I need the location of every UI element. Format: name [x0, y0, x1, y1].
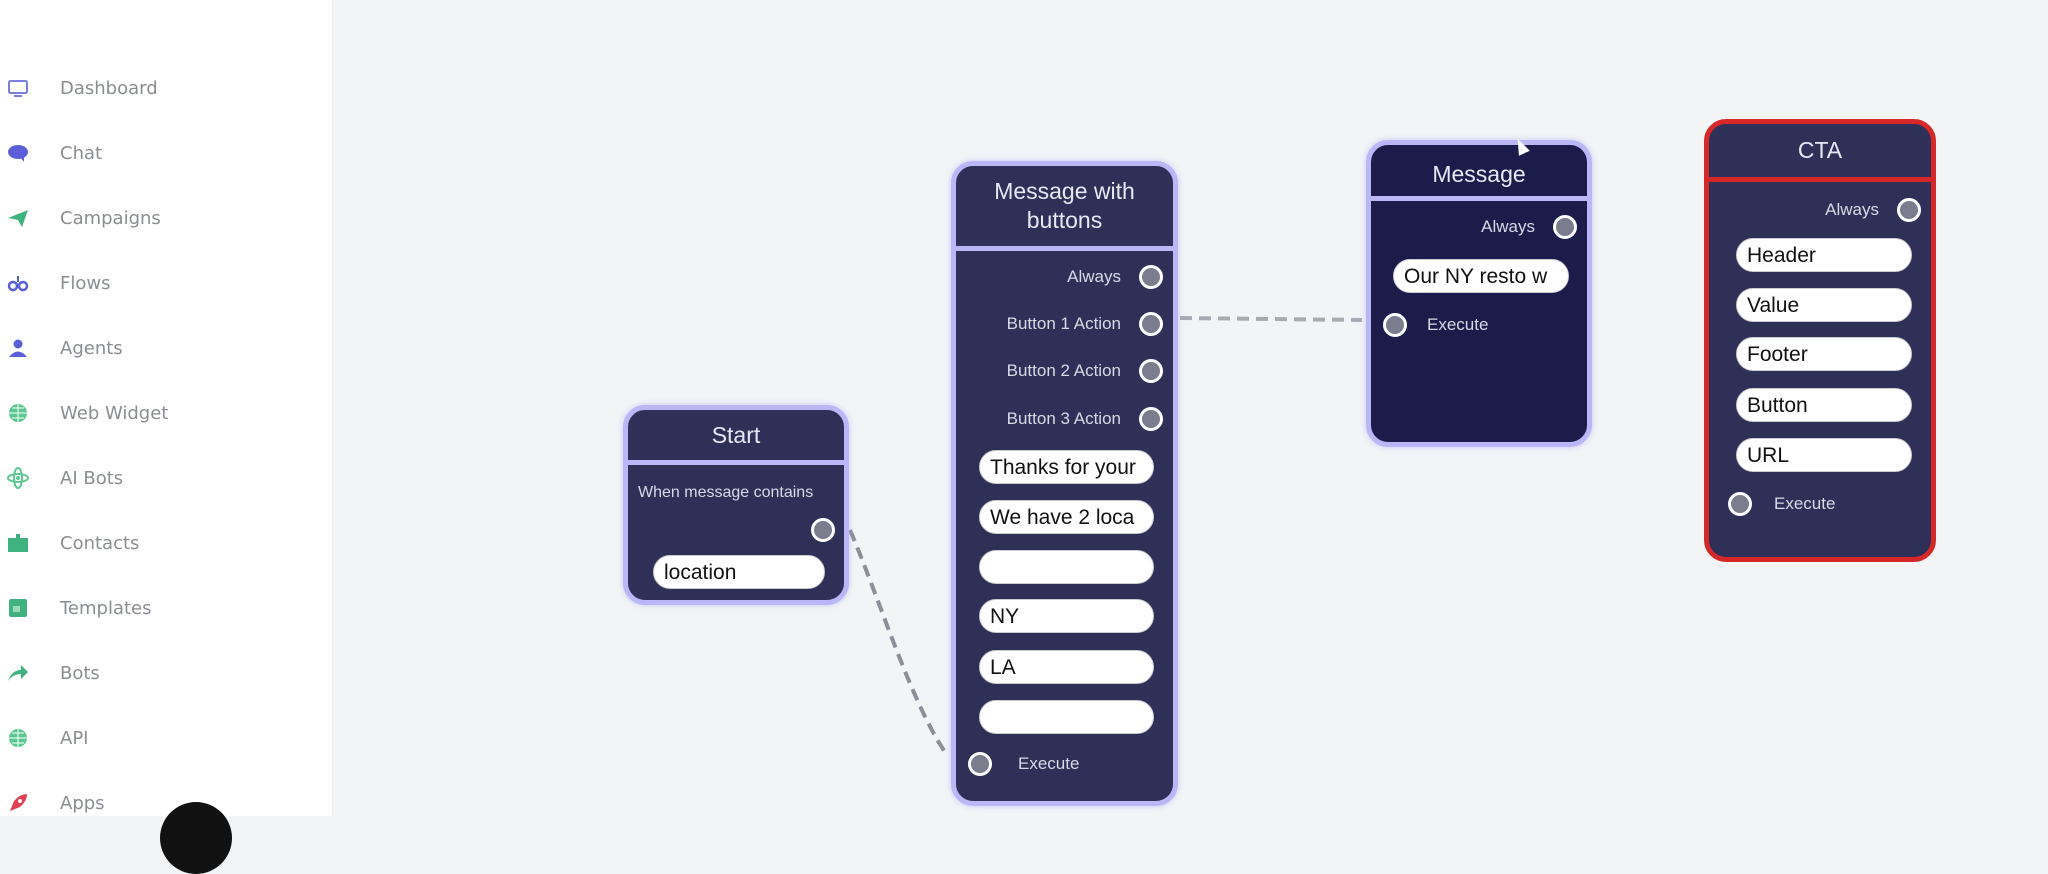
- sidebar-item-label: Chat: [60, 142, 103, 164]
- field-input[interactable]: LA: [979, 650, 1154, 684]
- execute-handle[interactable]: [968, 752, 992, 776]
- condition-label: When message contains: [638, 484, 814, 501]
- sidebar-item-campaigns[interactable]: Campaigns: [0, 198, 320, 238]
- execute-handle[interactable]: [1728, 492, 1752, 516]
- node-title: Start: [628, 410, 844, 465]
- sidebar-item-agents[interactable]: Agents: [0, 328, 320, 368]
- message-node[interactable]: Message Always Our NY resto w Execute: [1366, 140, 1592, 447]
- execute-handle[interactable]: [1383, 313, 1407, 337]
- sidebar-item-ai-bots[interactable]: AI Bots: [0, 458, 320, 498]
- button1-handle[interactable]: [1139, 312, 1163, 336]
- always-label: Always: [1481, 217, 1535, 236]
- sidebar-item-templates[interactable]: Templates: [0, 588, 320, 628]
- sidebar-item-label: Web Widget: [60, 402, 169, 424]
- always-handle[interactable]: [1553, 215, 1577, 239]
- rocket-icon: [6, 791, 30, 815]
- field-input[interactable]: We have 2 loca: [979, 500, 1154, 534]
- edge-mwb-to-message: [1179, 316, 1363, 322]
- atom-icon: [6, 466, 30, 490]
- flow-icon: [6, 271, 30, 295]
- node-title: CTA: [1709, 124, 1931, 182]
- start-node[interactable]: Start When message contains location: [623, 405, 849, 605]
- always-label: Always: [1067, 267, 1121, 286]
- sidebar-item-label: Flows: [60, 272, 111, 294]
- paper-plane-icon: [6, 206, 30, 230]
- edge-start-to-mwb: [848, 529, 947, 754]
- button-input[interactable]: Button: [1736, 388, 1912, 422]
- button3-label: Button 3 Action: [1006, 409, 1121, 428]
- button3-handle[interactable]: [1139, 407, 1163, 431]
- always-handle[interactable]: [1139, 265, 1163, 289]
- chat-bubble-icon: [6, 141, 30, 165]
- sidebar-item-flows[interactable]: Flows: [0, 263, 320, 303]
- message-with-buttons-node[interactable]: Message with buttons Always Button 1 Act…: [951, 161, 1178, 806]
- globe-icon: [6, 401, 30, 425]
- always-label: Always: [1825, 200, 1879, 219]
- url-input[interactable]: URL: [1736, 438, 1912, 472]
- execute-label: Execute: [1427, 315, 1489, 334]
- node-title: Message: [1371, 145, 1587, 201]
- user-icon: [6, 336, 30, 360]
- keyword-input[interactable]: location: [653, 555, 825, 589]
- globe-icon: [6, 726, 30, 750]
- button2-label: Button 2 Action: [1006, 361, 1121, 380]
- footer-input[interactable]: Footer: [1736, 337, 1912, 371]
- sidebar-item-label: Contacts: [60, 532, 140, 554]
- field-input[interactable]: Thanks for your: [979, 450, 1154, 484]
- execute-label: Execute: [1018, 754, 1080, 773]
- node-title: Message with buttons: [956, 166, 1173, 251]
- sidebar-item-label: Dashboard: [60, 77, 158, 99]
- message-text-input[interactable]: Our NY resto w: [1393, 259, 1569, 293]
- sidebar-item-contacts[interactable]: Contacts: [0, 523, 320, 563]
- execute-label: Execute: [1774, 494, 1836, 513]
- sidebar-item-chat[interactable]: Chat: [0, 133, 320, 173]
- sidebar-item-apps[interactable]: Apps: [0, 783, 320, 823]
- sidebar-item-label: AI Bots: [60, 467, 124, 489]
- sidebar-item-api[interactable]: API: [0, 718, 320, 758]
- button1-label: Button 1 Action: [1006, 314, 1121, 333]
- value-input[interactable]: Value: [1736, 288, 1912, 322]
- field-input[interactable]: [979, 550, 1154, 584]
- avatar[interactable]: [160, 802, 232, 874]
- sidebar-item-web-widget[interactable]: Web Widget: [0, 393, 320, 433]
- monitor-icon: [6, 76, 30, 100]
- sidebar-item-label: API: [60, 727, 89, 749]
- sidebar-item-label: Templates: [60, 597, 152, 619]
- output-handle[interactable]: [811, 518, 835, 542]
- sidebar-item-label: Apps: [60, 792, 105, 814]
- sidebar-item-bots[interactable]: Bots: [0, 653, 320, 693]
- sidebar-item-label: Bots: [60, 662, 100, 684]
- share-arrow-icon: [6, 661, 30, 685]
- sidebar-item-label: Campaigns: [60, 207, 161, 229]
- sidebar-item-label: Agents: [60, 337, 123, 359]
- always-handle[interactable]: [1897, 198, 1921, 222]
- header-input[interactable]: Header: [1736, 238, 1912, 272]
- template-icon: [6, 596, 30, 620]
- button2-handle[interactable]: [1139, 359, 1163, 383]
- field-input[interactable]: [979, 700, 1154, 734]
- cta-node[interactable]: CTA Always Header Value Footer Button UR…: [1704, 119, 1936, 562]
- sidebar-item-dashboard[interactable]: Dashboard: [0, 68, 320, 108]
- contacts-icon: [6, 531, 30, 555]
- field-input[interactable]: NY: [979, 599, 1154, 633]
